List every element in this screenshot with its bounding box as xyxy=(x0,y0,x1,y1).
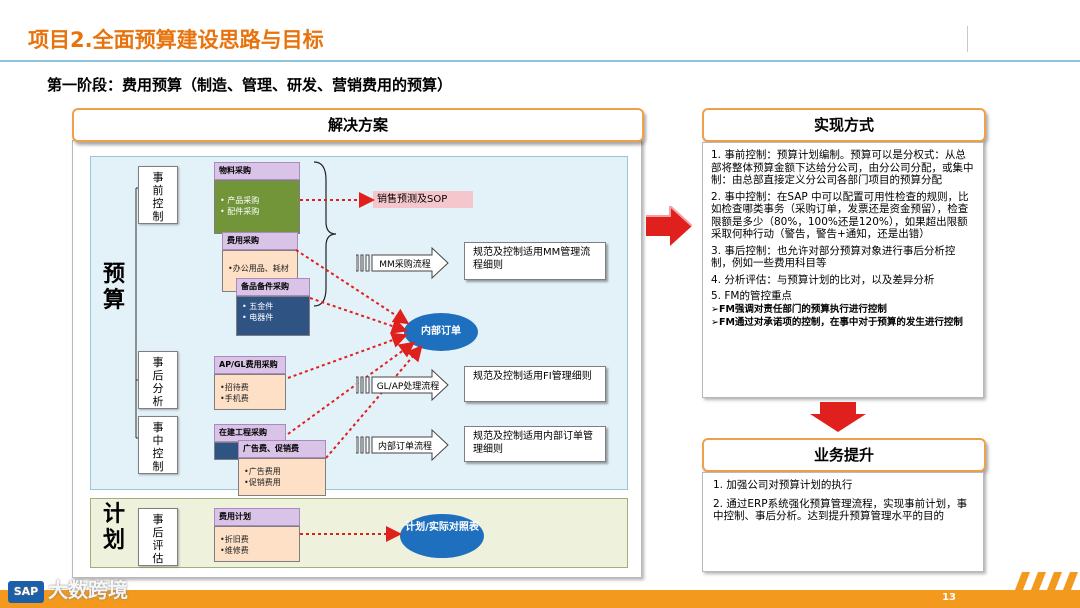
card-apgl-item: •招待费 xyxy=(220,383,249,392)
flow-arrow-mm xyxy=(356,246,449,280)
watermark-text: 大数跨境 xyxy=(48,578,128,602)
sales-forecast-box: 销售预测及SOP xyxy=(373,191,473,208)
card-material-purchase: 物料采购 • 产品采购 • 配件采购 xyxy=(214,162,300,234)
brace-icon xyxy=(313,161,337,307)
card-apgl-body: •招待费 •手机费 xyxy=(214,374,286,410)
page-number: 13 xyxy=(942,592,956,603)
card-plan-item: •维修费 xyxy=(220,546,249,555)
card-apgl-item: •手机费 xyxy=(220,394,249,403)
internal-order-oval: 内部订单 xyxy=(404,313,478,351)
card-spare-body: • 五金件 • 电器件 xyxy=(236,296,310,336)
watermark-logo-icon: SAP xyxy=(8,580,44,603)
implementation-item: 4. 分析评估：与预算计划的比对，以及差异分析 xyxy=(711,273,935,286)
card-spare-parts: 备品备件采购 • 五金件 • 电器件 xyxy=(236,278,310,336)
plan-compare-oval: 计划/实际对照表 xyxy=(400,514,484,558)
card-spare-item: • 电器件 xyxy=(242,313,274,322)
card-ad-body: •广告费用 •促销费用 xyxy=(238,458,326,496)
fm-point: ➢FM通过对承诺项的控制，在事中对于预算的发生进行控制 xyxy=(711,317,963,328)
title-divider-tick xyxy=(967,26,968,52)
implementation-item: 3. 事后控制：也允许对部分预算对象进行事后分析控制，例如一些费用科目等 xyxy=(711,244,956,270)
improvement-item: 2. 通过ERP系统强化预算管理流程，实现事前计划，事中控制、事后分析。达到提升… xyxy=(713,497,968,523)
card-spare-title: 备品备件采购 xyxy=(236,278,310,296)
card-ad-title: 广告费、促销费 xyxy=(238,440,326,458)
footer-bar xyxy=(0,590,1080,608)
phase-mid-control-text: 事中控制 xyxy=(152,421,164,473)
implementation-item: 2. 事中控制：在SAP 中可以配置可用性检查的规则，比如检查哪类事务（采购订单… xyxy=(711,190,969,241)
budget-label-text: 预算 xyxy=(102,262,125,313)
phase-post-eval-text: 事后评估 xyxy=(152,513,164,565)
card-plan-body: •折旧费 •维修费 xyxy=(214,526,300,562)
fm-point: ➢FM强调对责任部门的预算执行进行控制 xyxy=(711,303,887,315)
page-title: 项目2.全面预算建设思路与目标 xyxy=(28,28,324,52)
phase-mid-control: 事中控制 xyxy=(138,416,178,474)
card-plan-title: 费用计划 xyxy=(214,508,300,526)
internal-order-text: 内部订单 xyxy=(421,326,461,337)
card-material-item: • 配件采购 xyxy=(220,207,260,216)
flow-label-mm: MM采购流程 xyxy=(379,260,431,270)
implementation-panel: 1. 事前控制：预算计划编制。预算可以是分权式：从总部将整体预算金额下达给分公司… xyxy=(702,142,984,398)
card-expense-item: •办公用品、耗材 xyxy=(228,264,289,273)
flow-arrow-glap xyxy=(356,368,449,402)
card-apgl-purchase: AP/GL费用采购 •招待费 •手机费 xyxy=(214,356,286,410)
card-material-title: 物料采购 xyxy=(214,162,300,180)
page-subtitle: 第一阶段：费用预算（制造、管理、研发、营销费用的预算） xyxy=(47,76,453,94)
phase-post-eval: 事后评估 xyxy=(138,508,178,566)
flow-arrow-internal-order xyxy=(356,428,449,462)
card-expense-purchase: 费用采购 •办公用品、耗材 xyxy=(222,232,298,292)
solution-header: 解决方案 xyxy=(72,108,644,142)
flow-label-glap: GL/AP处理流程 xyxy=(376,382,440,392)
card-apgl-title: AP/GL费用采购 xyxy=(214,356,286,374)
implementation-header: 实现方式 xyxy=(702,108,986,142)
budget-label: 预算 xyxy=(100,262,128,314)
title-rule xyxy=(0,60,1080,62)
implementation-item: 5. FM的管控重点 xyxy=(711,290,792,302)
improvement-item: 1. 加强公司对预算计划的执行 xyxy=(713,479,853,491)
implementation-list: 1. 事前控制：预算计划编制。预算可以是分权式：从总部将整体预算金额下达给分公司… xyxy=(711,149,975,330)
card-ad-promo: 广告费、促销费 •广告费用 •促销费用 xyxy=(238,440,326,496)
plan-label-text: 计划 xyxy=(102,502,125,553)
flow-note-mm: 规范及控制适用MM管理流程细则 xyxy=(464,242,606,280)
card-expense-title: 费用采购 xyxy=(222,232,298,250)
flow-note-fi: 规范及控制适用FI管理细则 xyxy=(464,366,606,402)
card-plan-item: •折旧费 xyxy=(220,535,249,544)
card-spare-item: • 五金件 xyxy=(242,302,274,311)
plan-compare-text: 计划/实际对照表 xyxy=(405,522,479,533)
plan-area xyxy=(90,498,628,568)
improvement-header: 业务提升 xyxy=(702,438,986,472)
plan-label: 计划 xyxy=(100,502,128,554)
card-expense-plan: 费用计划 •折旧费 •维修费 xyxy=(214,508,300,562)
flow-label-internal-order: 内部订单流程 xyxy=(377,442,432,452)
phase-pre-control: 事前控制 xyxy=(138,166,178,224)
arrow-right-icon xyxy=(646,206,692,246)
footer-stripes-icon xyxy=(1008,572,1078,608)
phase-post-analysis-text: 事后分析 xyxy=(152,356,164,408)
phase-post-analysis: 事后分析 xyxy=(138,351,178,409)
card-material-item: • 产品采购 xyxy=(220,196,260,205)
card-ad-item: •广告费用 xyxy=(244,467,281,476)
card-ad-item: •促销费用 xyxy=(244,478,281,487)
flow-note-internal-order: 规范及控制适用内部订单管理细则 xyxy=(464,426,606,462)
improvement-panel: 1. 加强公司对预算计划的执行 2. 通过ERP系统强化预算管理流程，实现事前计… xyxy=(702,472,984,572)
improvement-list: 1. 加强公司对预算计划的执行 2. 通过ERP系统强化预算管理流程，实现事前计… xyxy=(713,479,973,523)
phase-pre-control-text: 事前控制 xyxy=(152,171,164,223)
card-material-body: • 产品采购 • 配件采购 xyxy=(214,180,300,234)
arrow-down-icon xyxy=(810,402,866,432)
implementation-item: 1. 事前控制：预算计划编制。预算可以是分权式：从总部将整体预算金额下达给分公司… xyxy=(711,149,974,186)
